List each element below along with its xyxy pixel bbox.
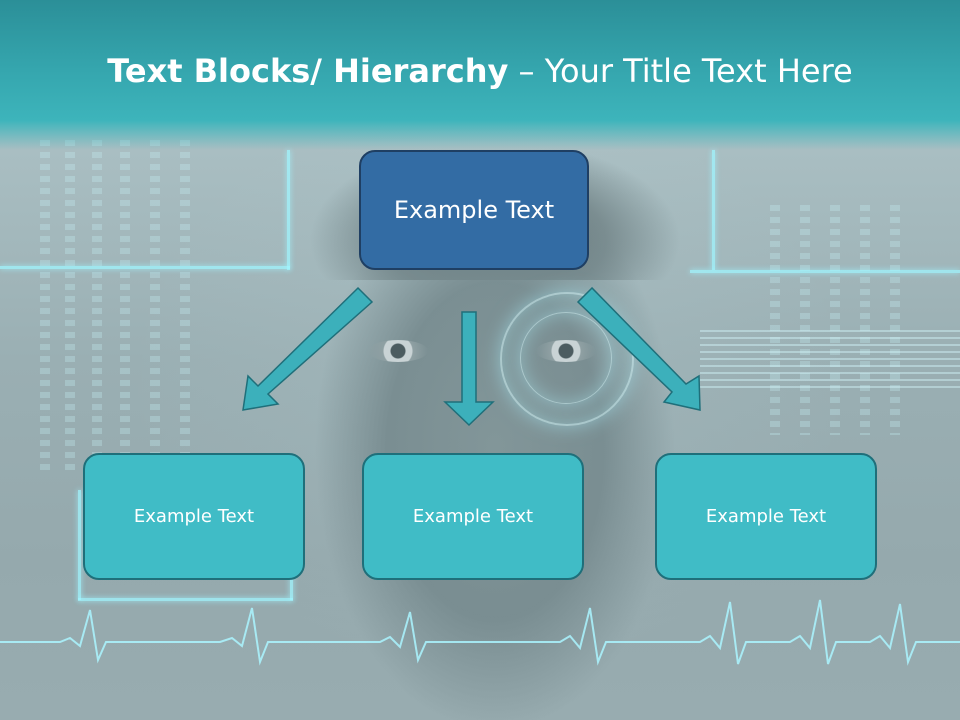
page-title: Text Blocks/ Hierarchy – Your Title Text… (0, 52, 960, 90)
circuit-line (712, 150, 715, 270)
left-eye-image (368, 340, 428, 362)
binary-column (150, 140, 160, 470)
right-data-bars (700, 330, 960, 390)
circuit-line (0, 266, 290, 269)
top-text-block[interactable]: Example Text (359, 150, 589, 270)
binary-column (890, 205, 900, 435)
circuit-line (78, 598, 293, 601)
binary-column (800, 205, 810, 435)
circuit-line (287, 150, 290, 270)
binary-column (770, 205, 780, 435)
binary-column (65, 140, 75, 470)
ecg-trace (0, 599, 960, 666)
arrow-left (242, 286, 374, 411)
arrow-center (443, 311, 495, 427)
binary-column (830, 205, 840, 435)
child-text-block-2[interactable]: Example Text (362, 453, 584, 580)
title-bold: Text Blocks/ Hierarchy (107, 52, 509, 90)
eye-scan-ring (500, 292, 634, 426)
circuit-line (690, 270, 960, 273)
binary-column (120, 140, 130, 470)
binary-column (40, 140, 50, 470)
binary-column (860, 205, 870, 435)
eye-scan-ring-inner (520, 312, 612, 404)
child-text-block-3[interactable]: Example Text (655, 453, 877, 580)
title-band (0, 0, 960, 150)
arrow-right (576, 286, 701, 411)
binary-column (180, 140, 190, 470)
circuit-line (78, 490, 81, 600)
binary-column (92, 140, 102, 470)
child-text-block-1[interactable]: Example Text (83, 453, 305, 580)
title-rest: – Your Title Text Here (508, 52, 853, 90)
